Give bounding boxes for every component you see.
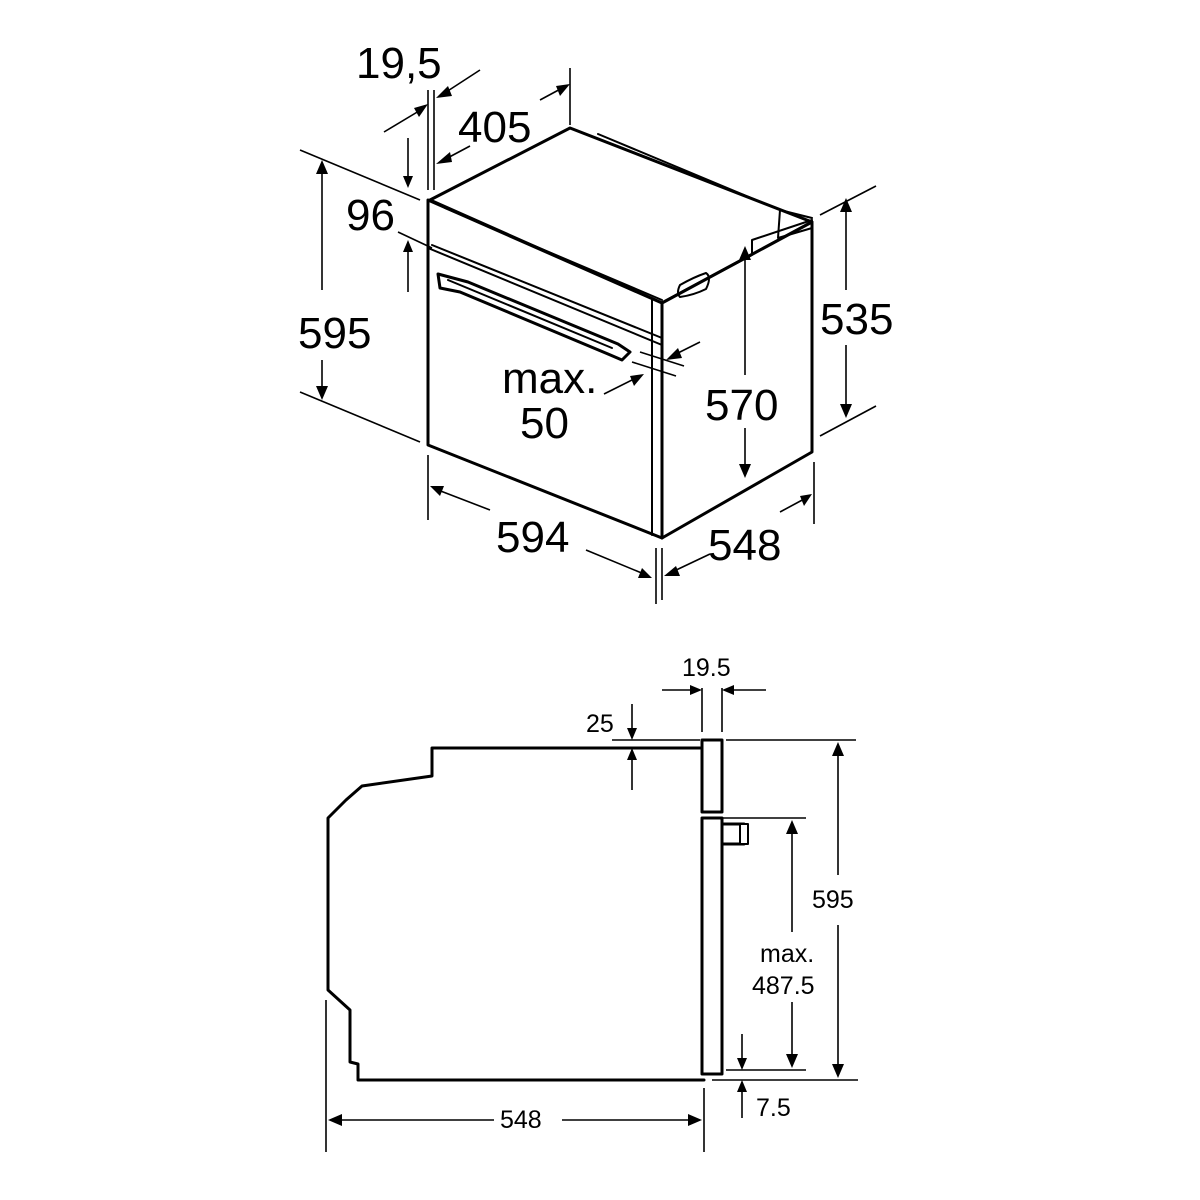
label-595-side: 595 [812,886,854,914]
label-7-5: 7.5 [756,1094,791,1122]
label-594: 594 [496,513,569,562]
label-max-line1-side: max. [760,940,814,968]
label-535: 535 [820,295,893,344]
isometric-dimension-lines [299,68,877,604]
label-595-iso: 595 [298,309,371,358]
isometric-oven-view: 19,5 405 96 595 535 570 max. 50 594 548 [298,39,893,604]
label-405: 405 [458,103,531,152]
label-max-line1-iso: max. [502,354,597,403]
side-profile-view: 19.5 25 595 max. 487.5 7.5 548 [325,654,858,1152]
oven-side-outline [326,738,749,1082]
label-max-line2-side: 487.5 [752,972,815,1000]
oven-body-outline [426,126,814,540]
label-96: 96 [346,191,395,240]
label-570: 570 [705,381,778,430]
label-25: 25 [586,710,614,738]
label-max-line2-iso: 50 [520,399,569,448]
label-19-5-side: 19.5 [682,654,731,682]
label-548-iso: 548 [708,521,781,570]
label-548-side: 548 [500,1106,542,1134]
label-19-5-iso: 19,5 [356,39,442,88]
side-dimension-lines [325,685,858,1152]
